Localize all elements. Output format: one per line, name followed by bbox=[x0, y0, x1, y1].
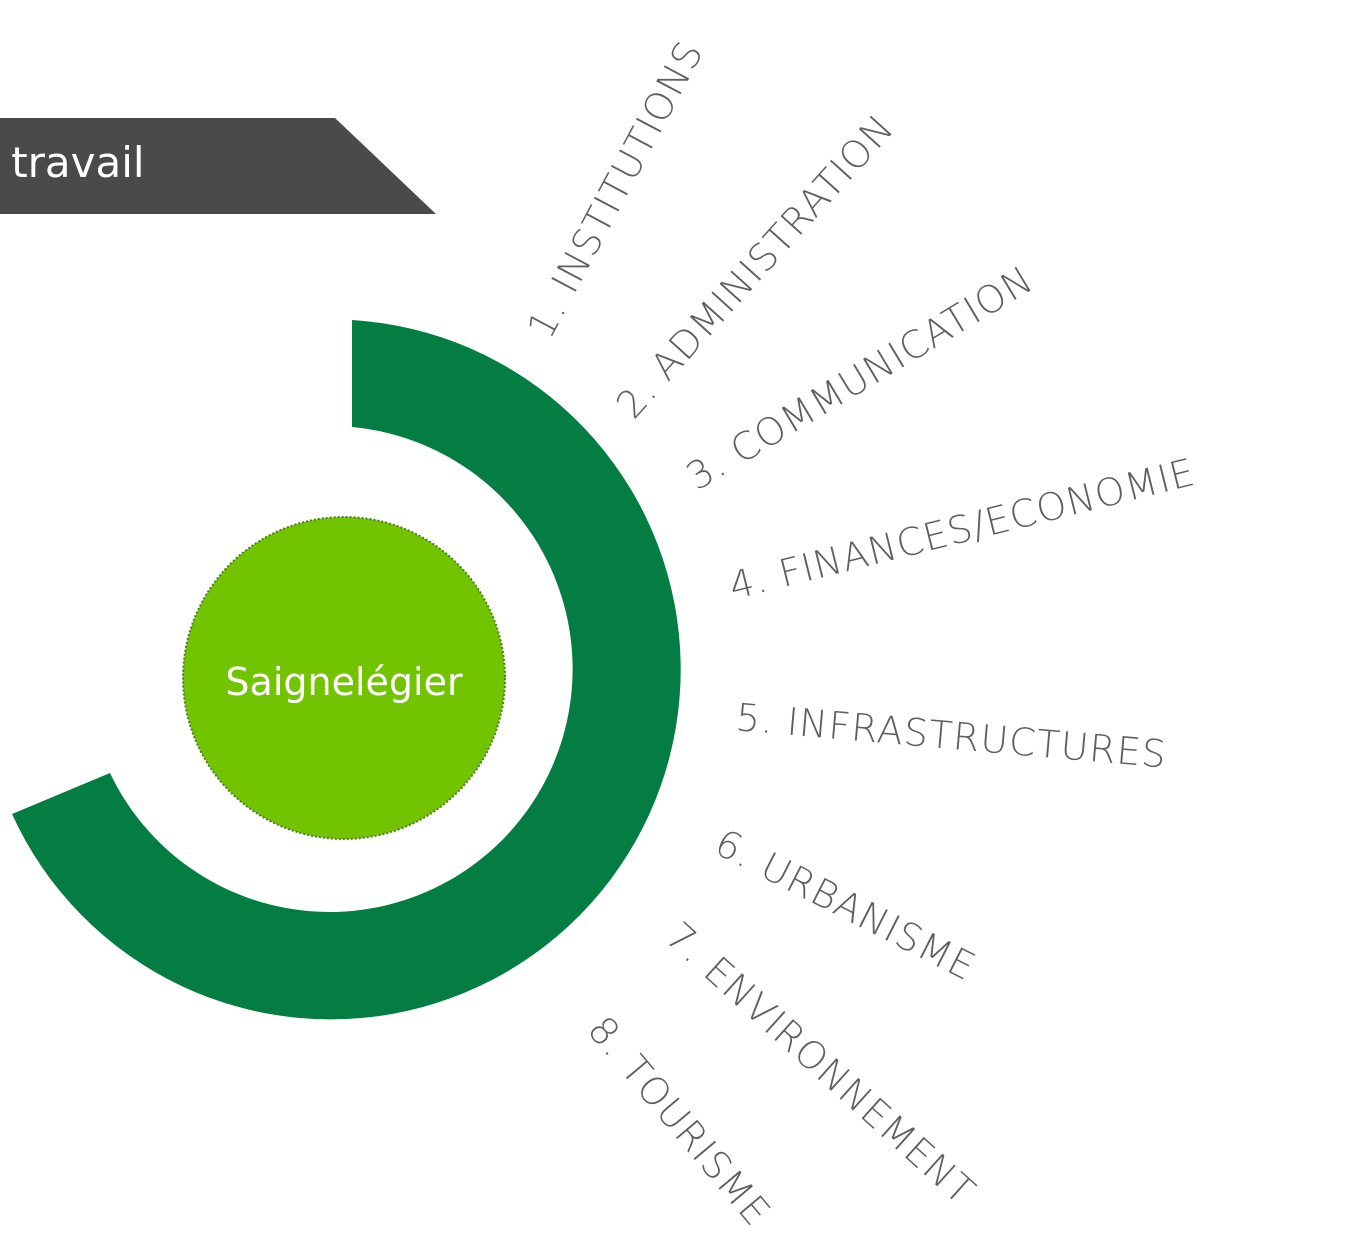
green-arc-ring bbox=[12, 320, 681, 1020]
saignelegier-circle bbox=[182, 516, 506, 840]
center-label: Saignelégier bbox=[225, 660, 463, 704]
banner-title: e travail bbox=[0, 138, 145, 187]
